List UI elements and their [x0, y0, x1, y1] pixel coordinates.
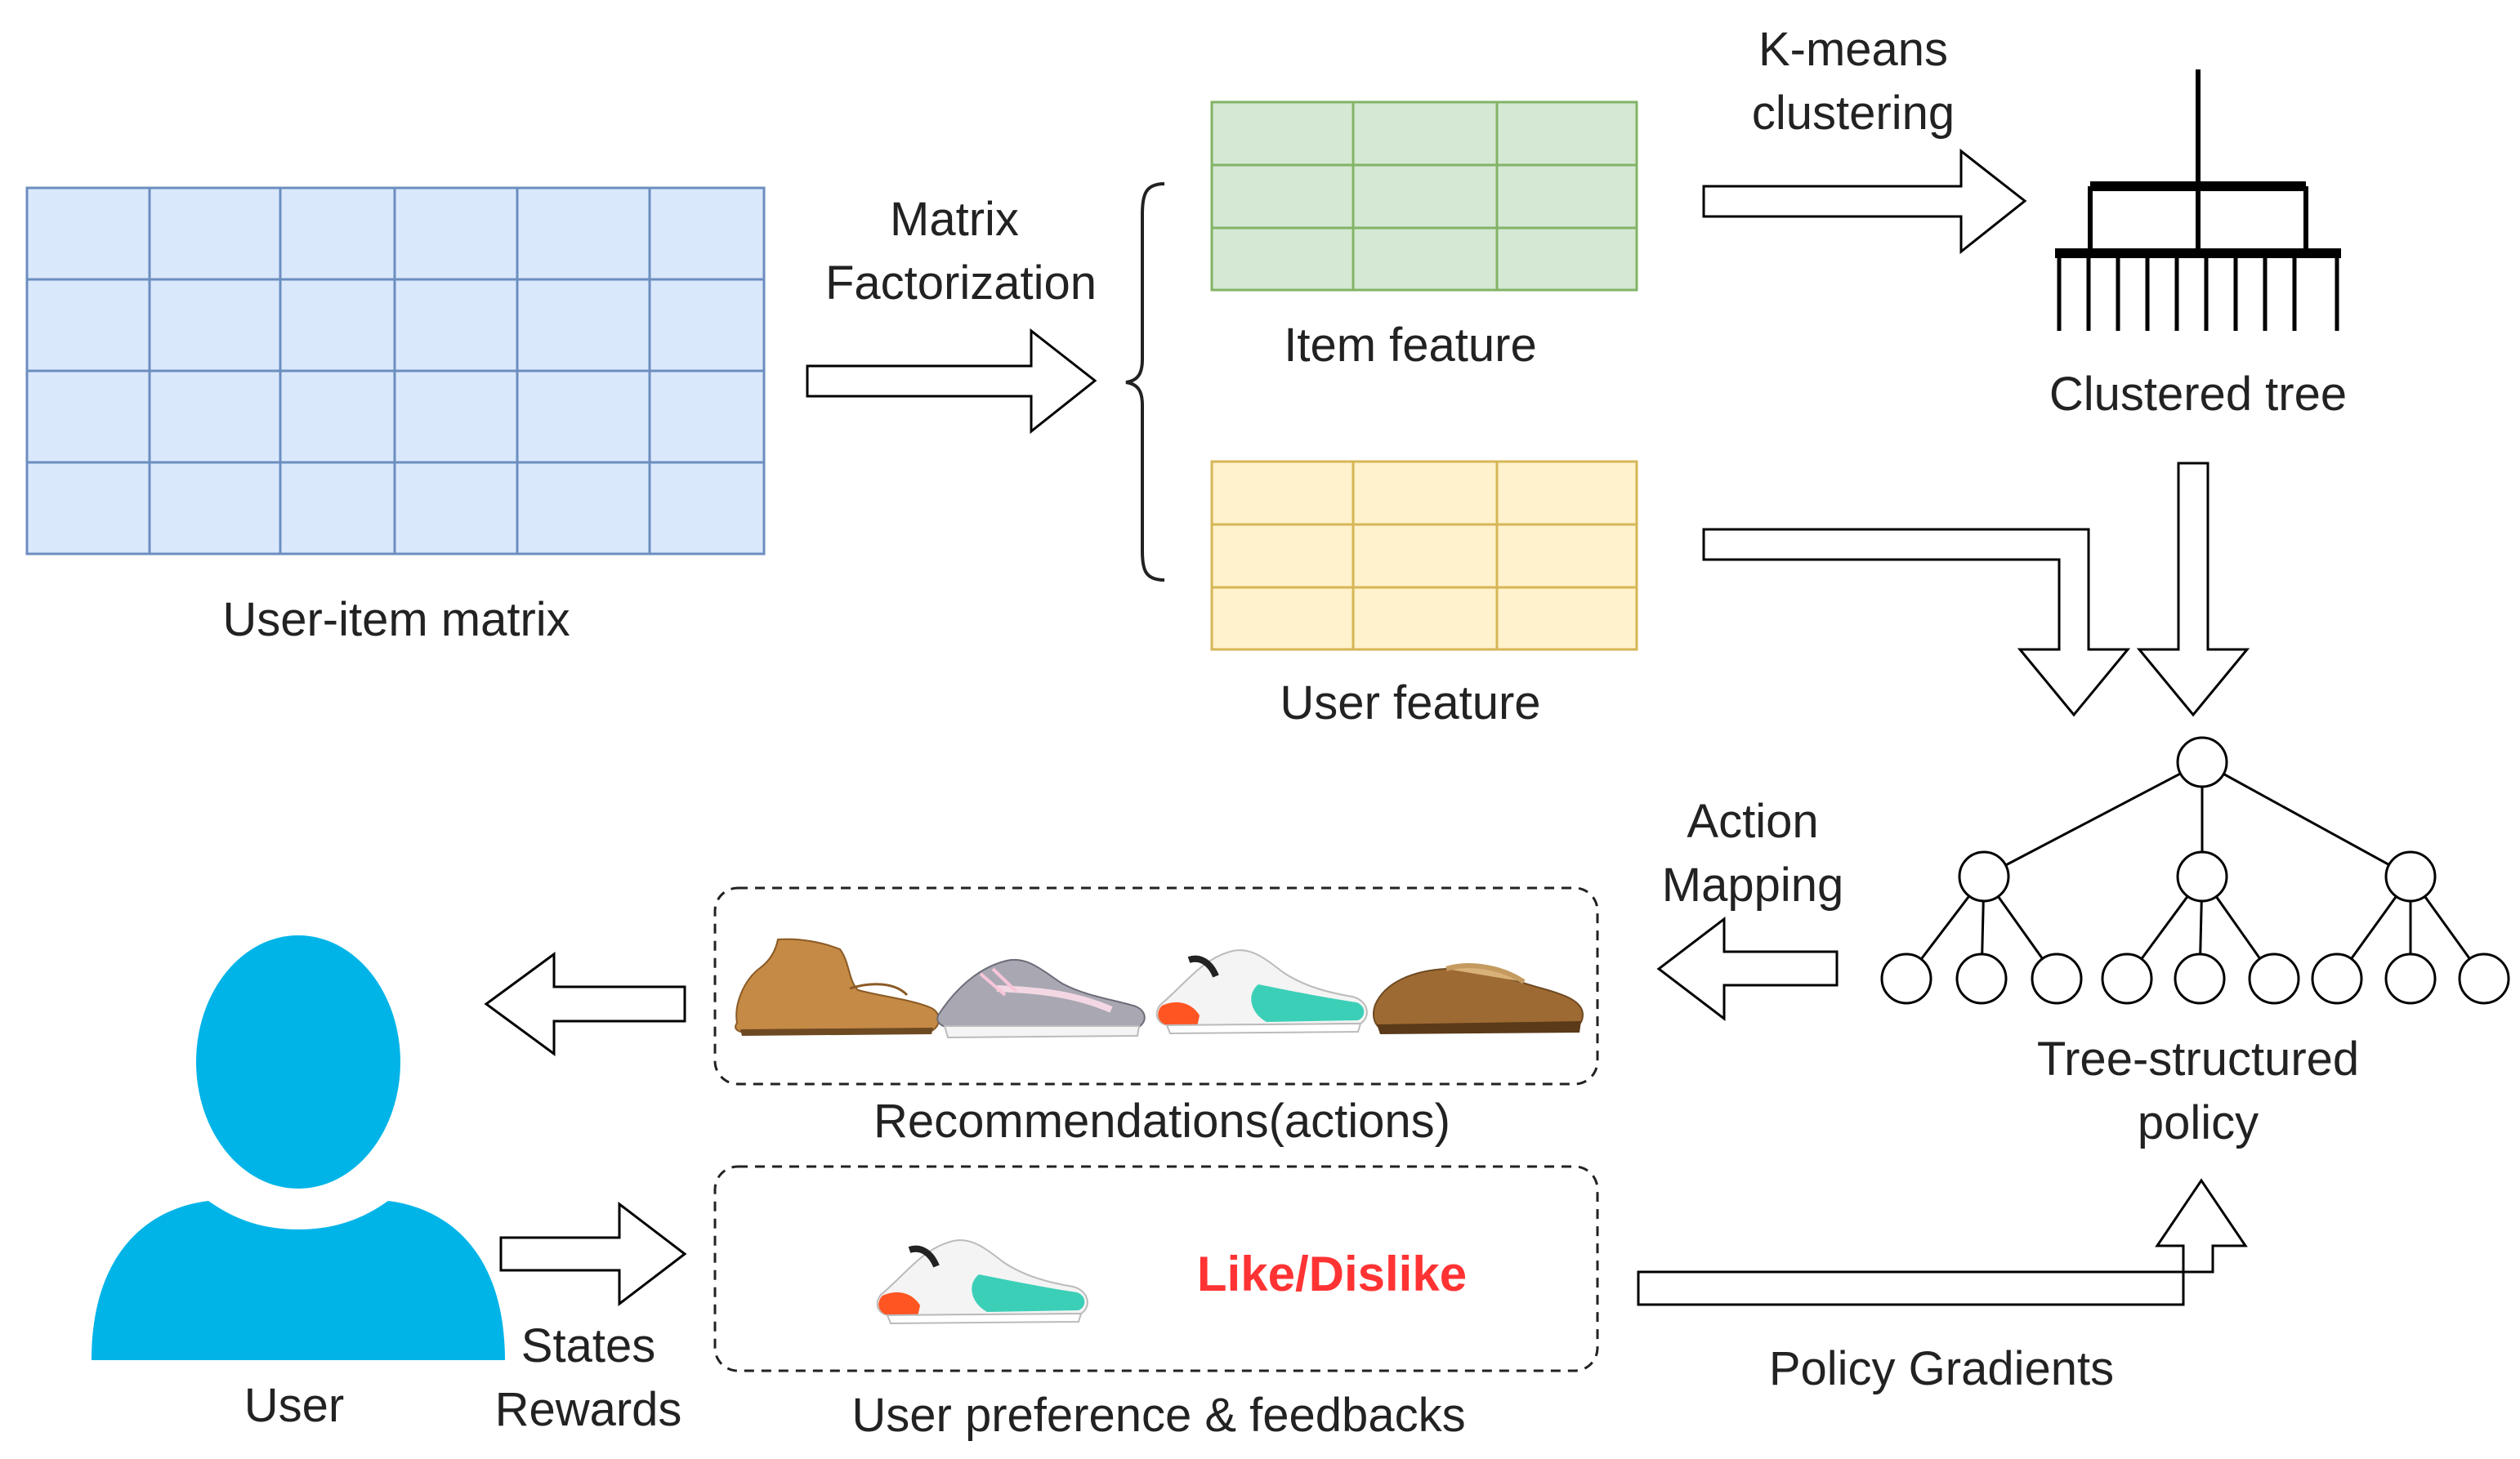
item-feature-label: Item feature [1284, 319, 1536, 372]
user-feature-label: User feature [1280, 676, 1540, 730]
feature-brace [1125, 182, 1165, 582]
matrix-factorization-arrow [806, 328, 1097, 435]
moccasin-boot-icon [735, 938, 940, 1036]
grey-running-shoe-icon [936, 958, 1146, 1039]
like-dislike-text: Like/Dislike [1197, 1247, 1467, 1301]
user-item-matrix-label: User-item matrix [222, 593, 570, 646]
policy-gradients-label: Policy Gradients [1769, 1342, 2114, 1395]
teal-sneaker-icon [1157, 950, 1367, 1033]
user-feature-matrix [1210, 460, 1638, 651]
tree-down-arrow [2136, 462, 2250, 717]
tree-policy-label-line1: Tree-structured [2037, 1033, 2359, 1086]
recommendations-label: Recommendations(actions) [874, 1095, 1450, 1148]
user-preference-box [713, 1165, 1599, 1372]
tree-policy-label-line2: policy [2138, 1096, 2259, 1149]
person-icon [92, 935, 505, 1360]
item-feature-matrix [1210, 100, 1638, 292]
brown-slipper-icon [1373, 963, 1584, 1034]
tree-structured-policy-icon [1880, 736, 2510, 1005]
states-label: States [521, 1319, 655, 1372]
recommendations-box [713, 886, 1599, 1086]
rewards-label: Rewards [495, 1383, 682, 1436]
matrix-factorization-label-line1: Matrix [890, 193, 1019, 246]
user-preference-label: User preference & feedbacks [851, 1389, 1465, 1442]
clustered-tree-label: Clustered tree [2049, 368, 2347, 421]
states-rewards-arrow [499, 1201, 687, 1307]
feedback-sneaker-icon [878, 1240, 1088, 1323]
clustered-tree-icon [2055, 69, 2341, 331]
recommendation-to-user-arrow [484, 952, 686, 1056]
kmeans-label-line1: K-means [1758, 23, 1948, 76]
kmeans-arrow [1702, 148, 2027, 255]
user-item-matrix [25, 186, 766, 555]
user-feature-bent-arrow [1702, 528, 2131, 717]
policy-gradients-arrow [1637, 1178, 2248, 1306]
action-mapping-label-line1: Action [1687, 795, 1818, 848]
matrix-factorization-label-line2: Factorization [825, 257, 1097, 310]
action-mapping-label-line2: Mapping [1662, 859, 1843, 912]
user-label: User [244, 1379, 344, 1432]
action-mapping-arrow [1656, 916, 1839, 1022]
kmeans-label-line2: clustering [1752, 87, 1955, 140]
